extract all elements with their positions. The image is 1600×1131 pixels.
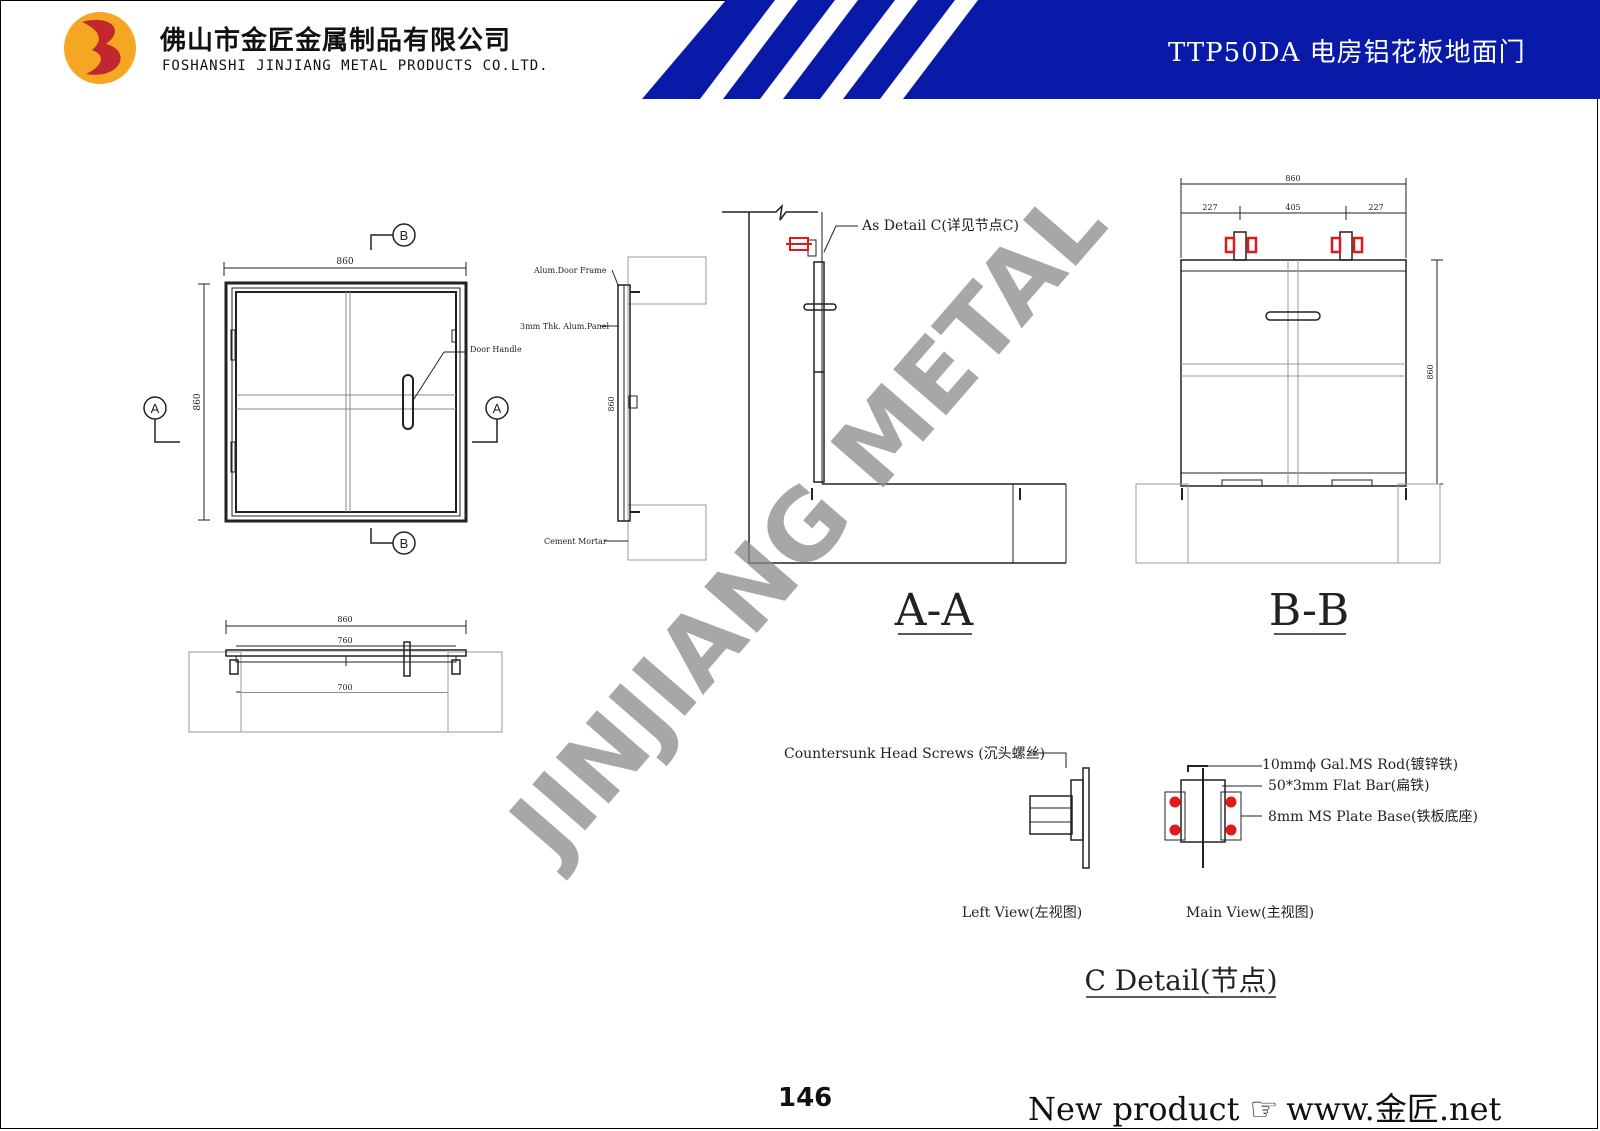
bb-dim-side: 860 <box>1426 364 1435 379</box>
watermark: JINJIANG METAL <box>485 168 1128 884</box>
plan-view <box>143 223 509 555</box>
flatbar-label: 50*3mm Flat Bar(扁铁) <box>1268 778 1430 794</box>
side-section-view <box>600 256 707 561</box>
bottom-dim-760: 760 <box>337 636 352 645</box>
detail-c-main-view <box>1164 765 1262 868</box>
company-name-en: FOSHANSHI JINJIANG METAL PRODUCTS CO.LTD… <box>162 58 549 74</box>
website-link[interactable]: www.金匠.net <box>1286 1090 1502 1128</box>
bb-dim-860: 860 <box>1285 174 1300 183</box>
rod-label: 10mmϕ Gal.MS Rod(镀锌铁) <box>1262 756 1458 773</box>
bottom-dim-860: 860 <box>337 615 352 624</box>
main-view-caption: Main View(主视图) <box>1186 905 1314 921</box>
section-marker-b-top: B <box>400 228 409 243</box>
product-title: TTP50DA 电房铝花板地面门 <box>1168 38 1526 68</box>
plan-top-dim: 860 <box>336 257 353 267</box>
footer-link[interactable]: New product ☞www.金匠.net <box>1028 1084 1501 1130</box>
section-aa-caption: A-A <box>894 585 975 636</box>
section-marker-a-right: A <box>493 401 502 416</box>
bb-dim-227-left: 227 <box>1202 203 1217 212</box>
section-marker-a-left: A <box>151 401 160 416</box>
door-handle-label: Door Handle <box>470 345 522 354</box>
left-view-caption: Left View(左视图) <box>962 905 1082 921</box>
plate-label: 8mm MS Plate Base(铁板底座) <box>1268 809 1478 825</box>
side-label-panel: 3mm Thk. Alum.Panel <box>520 322 610 331</box>
header-band <box>642 0 1600 99</box>
detail-c-red-bolts <box>1169 796 1237 836</box>
section-aa-view <box>722 203 1067 564</box>
section-bb-red-brackets <box>1224 236 1364 254</box>
bb-dim-405: 405 <box>1285 203 1300 212</box>
section-aa-red-detail <box>786 237 812 251</box>
plan-side-dim: 860 <box>193 393 203 410</box>
side-dim: 860 <box>607 396 616 411</box>
side-label-mortar: Cement Mortar <box>544 537 607 546</box>
detail-c-left-view <box>1029 752 1090 869</box>
c-detail-caption: C Detail(节点) <box>1084 964 1277 997</box>
bb-dim-227-right: 227 <box>1368 203 1383 212</box>
company-name-cn: 佛山市金匠金属制品有限公司 <box>160 26 512 56</box>
detail-c-callout: As Detail C(详见节点C) <box>861 218 1019 234</box>
page-number: 146 <box>778 1083 833 1113</box>
screws-label: Countersunk Head Screws (沉头螺丝) <box>784 746 1045 762</box>
section-bb-caption: B-B <box>1269 585 1349 636</box>
new-product-label: New product ☞ <box>1028 1090 1279 1128</box>
side-label-frame: Alum.Door Frame <box>533 266 607 275</box>
section-bb-view <box>1135 178 1443 564</box>
section-marker-b-bottom: B <box>400 536 409 551</box>
company-logo <box>64 12 136 84</box>
bottom-dim-700: 700 <box>337 683 352 692</box>
bottom-section-view <box>188 620 503 733</box>
